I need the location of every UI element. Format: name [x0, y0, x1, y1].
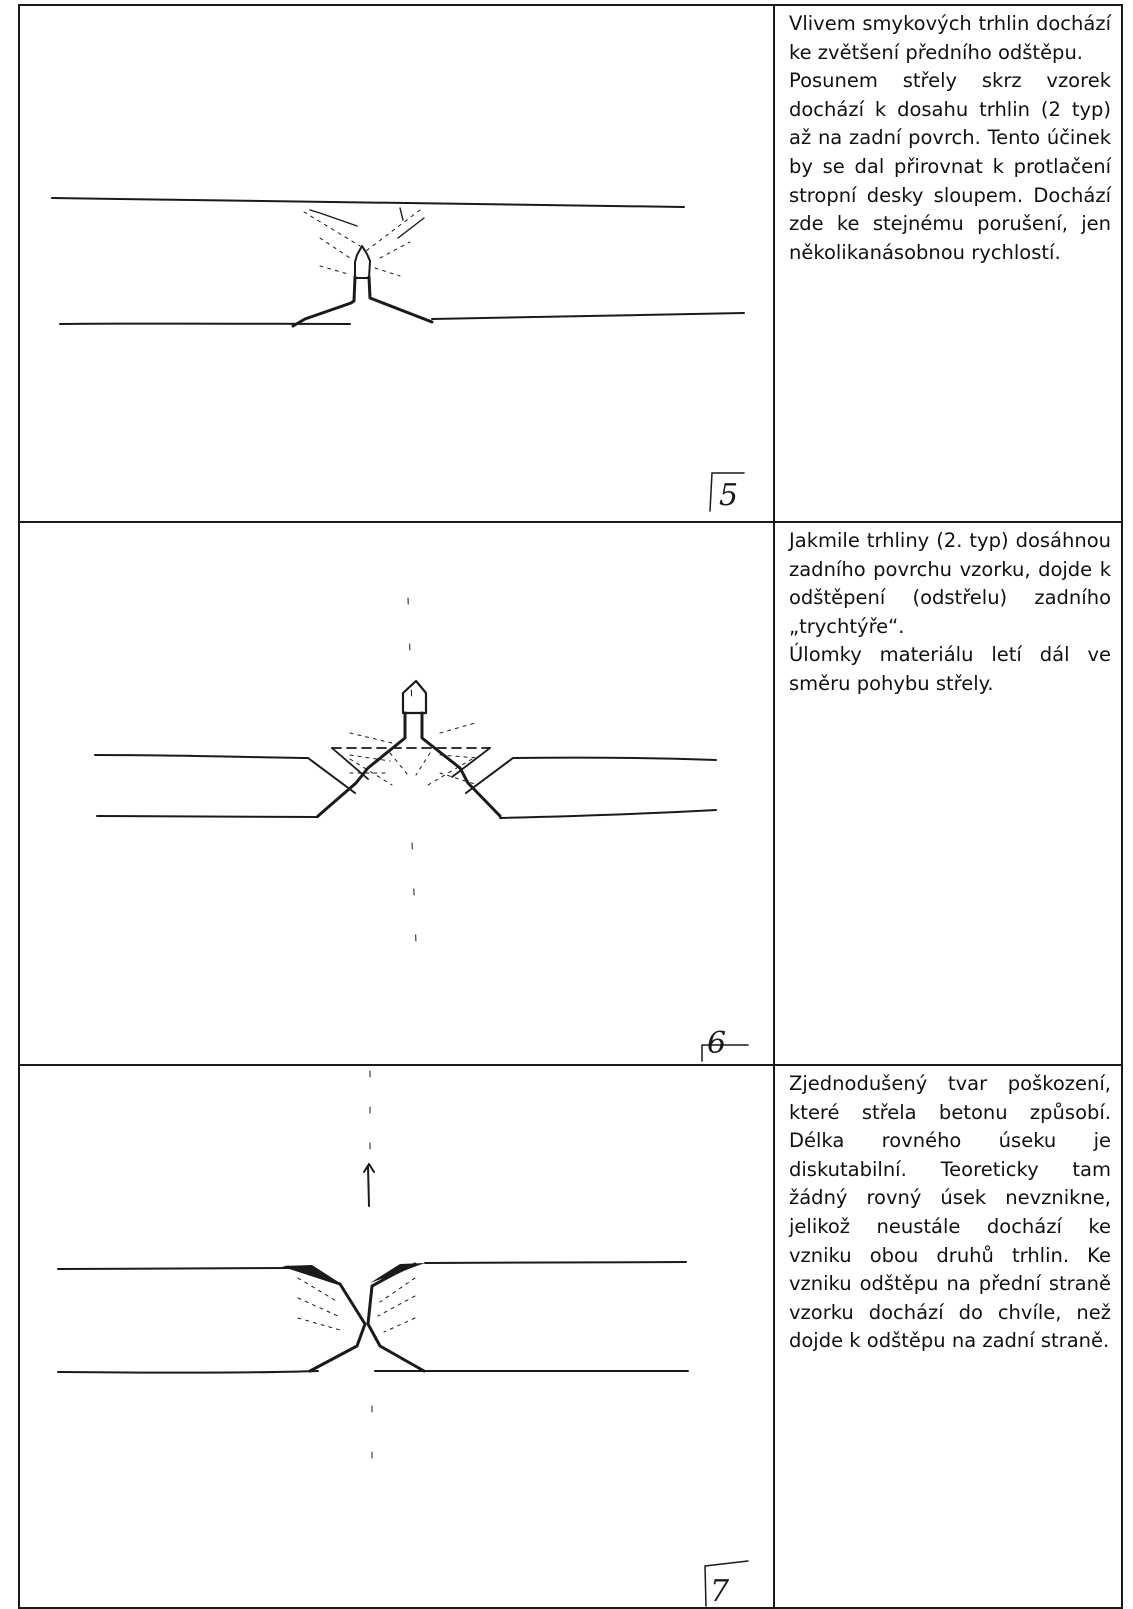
- figure-6-sketch: 6: [20, 523, 772, 1063]
- row-3-paragraph-1: Zjednodušený tvar poškození, které střel…: [789, 1070, 1111, 1356]
- row-2-paragraph-1: Jakmile trhliny (2. typ) dosáhnou zadníh…: [789, 527, 1111, 641]
- row-2-paragraph-2: Úlomky materiálu letí dál ve směru pohyb…: [789, 641, 1111, 698]
- row-1-paragraph-1: Vlivem smykových trhlin dochází ke zvětš…: [789, 10, 1111, 67]
- row-1-paragraph-2: Posunem střely skrz vzorek dochází k dos…: [789, 67, 1111, 267]
- figure-5-sketch: 5: [20, 6, 772, 520]
- figure-number-7: 7: [710, 1574, 730, 1609]
- row-1-text: Vlivem smykových trhlin dochází ke zvětš…: [789, 10, 1111, 267]
- column-divider: [773, 4, 775, 1609]
- row-3-text: Zjednodušený tvar poškození, které střel…: [789, 1070, 1111, 1356]
- figure-number-5: 5: [719, 478, 738, 513]
- figure-7-sketch: 7: [20, 1066, 772, 1609]
- figure-number-6: 6: [707, 1026, 726, 1061]
- row-2-text: Jakmile trhliny (2. typ) dosáhnou zadníh…: [789, 527, 1111, 699]
